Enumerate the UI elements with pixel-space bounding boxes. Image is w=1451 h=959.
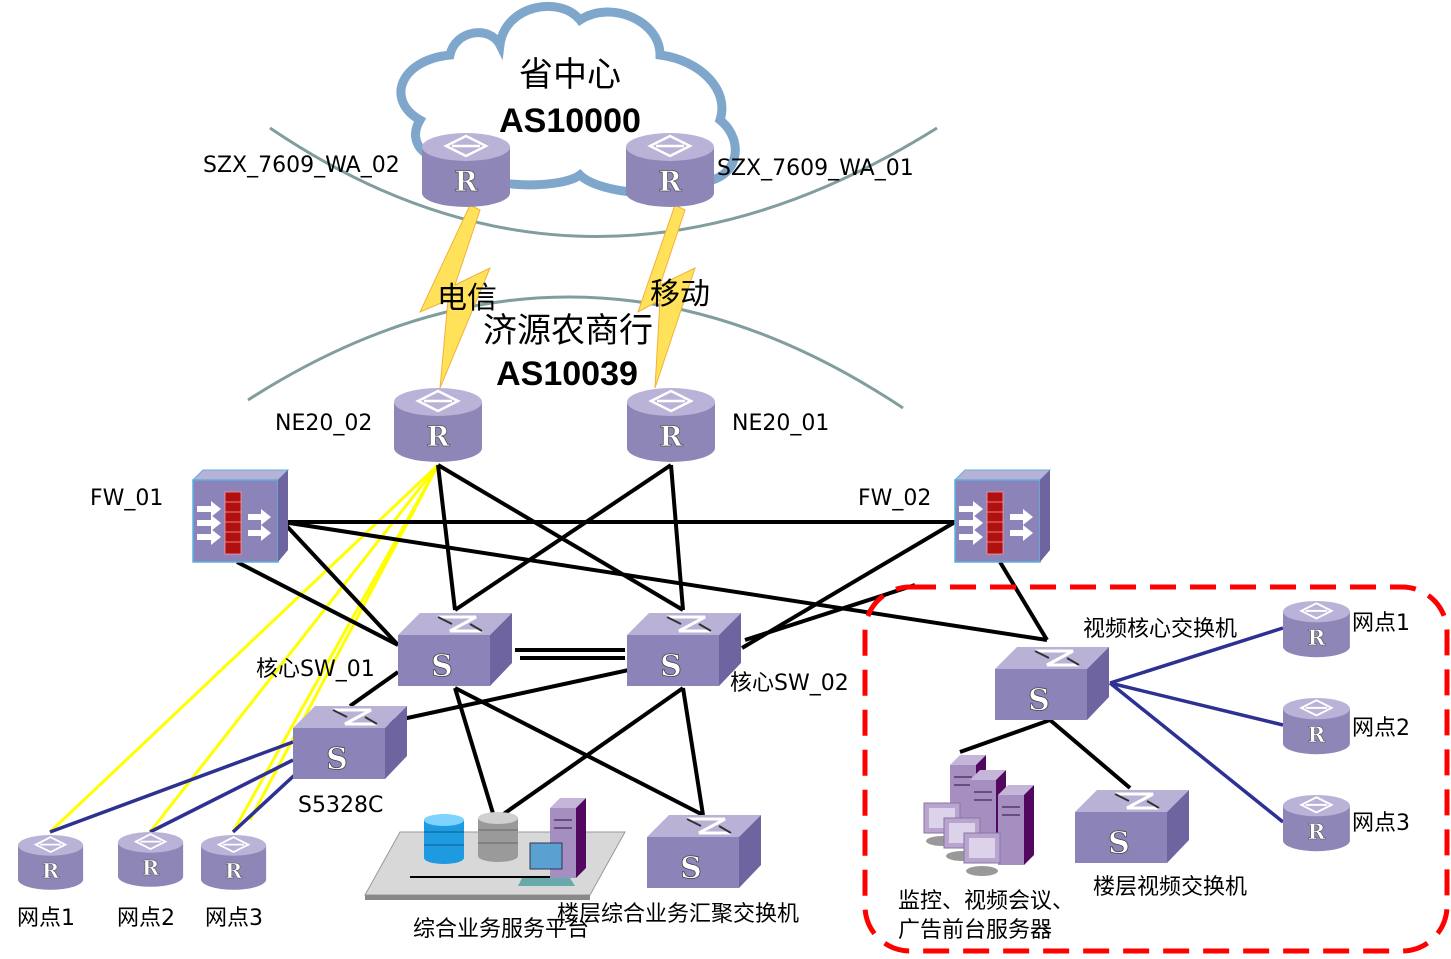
switch-icon[interactable] bbox=[645, 813, 763, 890]
router-icon[interactable] bbox=[117, 831, 185, 888]
szx-01-label: SZX_7609_WA_01 bbox=[717, 156, 914, 181]
firewall-icon[interactable] bbox=[954, 469, 1051, 563]
router-icon[interactable] bbox=[420, 131, 512, 209]
local-domain-title: 济源农商行 bbox=[483, 311, 653, 351]
floor-video-switch-label: 楼层视频交换机 bbox=[1093, 875, 1247, 900]
core-sw-01-label: 核心SW_01 bbox=[256, 657, 375, 682]
router-icon[interactable] bbox=[1282, 600, 1351, 659]
video-branch1-label: 网点1 bbox=[1352, 611, 1410, 636]
switch-icon[interactable] bbox=[291, 704, 409, 781]
switch-icon[interactable] bbox=[1073, 788, 1191, 865]
router-icon[interactable] bbox=[1282, 697, 1351, 756]
video-branch2-label: 网点2 bbox=[1352, 716, 1410, 741]
ne20-02-label: NE20_02 bbox=[275, 411, 372, 436]
upper-domain-arc bbox=[269, 126, 938, 238]
branch1-label: 网点1 bbox=[17, 906, 75, 931]
video-zone-border bbox=[862, 584, 1450, 954]
switch-icon[interactable] bbox=[396, 611, 514, 688]
fw-02-label: FW_02 bbox=[858, 486, 931, 511]
video-servers[interactable] bbox=[923, 754, 1035, 877]
monitor-icon bbox=[963, 832, 1001, 877]
switch-icon[interactable] bbox=[625, 611, 743, 688]
branch3-label: 网点3 bbox=[205, 906, 263, 931]
workstation-icon bbox=[518, 842, 575, 886]
floor-agg-switch-label: 楼层综合业务汇聚交换机 bbox=[557, 902, 799, 927]
core-sw-02-label: 核心SW_02 bbox=[730, 671, 849, 696]
ne20-01-label: NE20_01 bbox=[732, 411, 829, 436]
firewall-icon[interactable] bbox=[192, 469, 289, 563]
mobile-lightning-link bbox=[637, 204, 696, 389]
service-platform-label: 综合业务服务平台 bbox=[413, 917, 589, 942]
s5328c-label: S5328C bbox=[298, 793, 383, 818]
wired-links bbox=[236, 463, 1132, 824]
router-icon[interactable] bbox=[17, 834, 85, 891]
server-icon bbox=[997, 784, 1035, 866]
router-icon[interactable] bbox=[624, 131, 716, 209]
szx-02-label: SZX_7609_WA_02 bbox=[203, 153, 400, 178]
mobile-label: 移动 bbox=[650, 277, 710, 312]
branch-links bbox=[49, 626, 1285, 834]
service-platform[interactable] bbox=[364, 797, 626, 900]
telecom-lightning-link bbox=[418, 204, 491, 389]
cloud-title: 省中心 bbox=[519, 55, 621, 95]
video-servers-label-line1: 监控、视频会议、 bbox=[898, 889, 1074, 914]
fw-01-label: FW_01 bbox=[90, 486, 163, 511]
telecom-label: 电信 bbox=[437, 281, 497, 316]
database-icon bbox=[424, 814, 464, 864]
router-icon[interactable] bbox=[625, 386, 717, 464]
branch2-label: 网点2 bbox=[117, 906, 175, 931]
router-icon[interactable] bbox=[200, 834, 268, 891]
video-servers-label-line2: 广告前台服务器 bbox=[898, 918, 1052, 943]
cloud-as-number: AS10000 bbox=[499, 102, 641, 140]
switch-icon[interactable] bbox=[993, 645, 1111, 722]
router-icon[interactable] bbox=[392, 386, 484, 464]
video-branch3-label: 网点3 bbox=[1352, 811, 1410, 836]
lower-domain-arc bbox=[247, 295, 904, 410]
router-icon[interactable] bbox=[1282, 794, 1351, 853]
local-as-number: AS10039 bbox=[496, 355, 638, 393]
database-icon bbox=[478, 812, 518, 862]
video-core-switch-label: 视频核心交换机 bbox=[1083, 617, 1237, 642]
wireless-links bbox=[48, 463, 440, 834]
